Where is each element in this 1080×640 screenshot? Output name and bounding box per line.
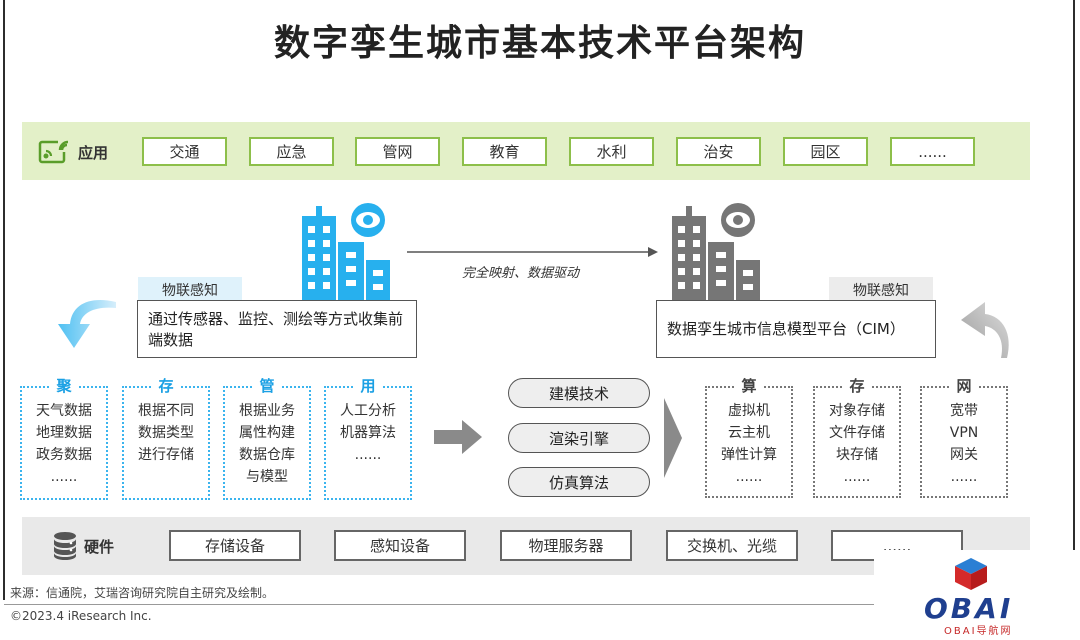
hardware-label-text: 硬件 <box>84 537 115 556</box>
application-label: 应用 <box>38 139 108 165</box>
manage-item: 与模型 <box>246 469 288 485</box>
storage-item: 文件存储 <box>829 425 885 441</box>
gather-item: 政务数据 <box>36 447 92 463</box>
compute-item: 云主机 <box>728 425 770 441</box>
simulation-algorithm-pill: 仿真算法 <box>508 467 650 497</box>
watermark-sub: OBAI导航网 <box>944 626 1013 637</box>
gather-column: 聚 天气数据 地理数据 政务数据 ...... <box>20 376 108 500</box>
use-item: 人工分析 <box>340 403 396 419</box>
store-item: 根据不同 <box>138 403 194 419</box>
cube-logo-icon <box>955 558 987 590</box>
mapping-label: 完全映射、数据驱动 <box>462 266 580 281</box>
compute-item: ...... <box>735 469 763 485</box>
storage-column-head: 存 <box>842 376 872 396</box>
watermark-brand: OBAI <box>924 592 1014 625</box>
network-item: VPN <box>949 425 979 441</box>
network-item: 网关 <box>950 447 978 463</box>
app-item-water: 水利 <box>569 137 654 166</box>
manage-item: 属性构建 <box>239 425 295 441</box>
app-item-security: 治安 <box>676 137 761 166</box>
process-arrow-icon <box>434 420 482 454</box>
compute-item: 弹性计算 <box>721 447 777 463</box>
hw-item-physical-servers: 物理服务器 <box>500 530 632 561</box>
network-item: 宽带 <box>950 403 978 419</box>
storage-item: 对象存储 <box>829 403 885 419</box>
network-column-head: 网 <box>949 376 979 396</box>
city-building-icon <box>302 203 390 300</box>
app-item-pipe-network: 管网 <box>355 137 440 166</box>
page-title: 数字孪生城市基本技术平台架构 <box>273 23 806 64</box>
manage-column: 管 根据业务 属性构建 数据仓库 与模型 <box>223 376 311 500</box>
use-item: ...... <box>354 447 382 463</box>
hw-item-storage-devices: 存储设备 <box>169 530 301 561</box>
left-perception-tag: 物联感知 <box>138 277 242 303</box>
use-column-head: 用 <box>353 376 383 396</box>
storage-column: 存 对象存储 文件存储 块存储 ...... <box>813 376 901 498</box>
use-item: 机器算法 <box>340 425 396 441</box>
gather-item: 地理数据 <box>36 425 92 441</box>
cim-platform-box: 数据孪生城市信息模型平台（CIM） <box>656 300 936 358</box>
mapping-arrow <box>407 247 658 257</box>
store-column-head: 存 <box>151 376 181 396</box>
frame-right-border <box>1073 0 1075 550</box>
use-column: 用 人工分析 机器算法 ...... <box>324 376 412 500</box>
rendering-engine-pill: 渲染引擎 <box>508 423 650 453</box>
gather-column-head: 聚 <box>49 376 79 396</box>
left-perception-description: 通过传感器、监控、测绘等方式收集前端数据 <box>137 300 417 358</box>
application-icon <box>38 140 70 164</box>
app-item-traffic: 交通 <box>142 137 227 166</box>
manage-item: 数据仓库 <box>239 447 295 463</box>
compute-item: 虚拟机 <box>728 403 770 419</box>
frame-left-border <box>3 0 5 600</box>
app-item-education: 教育 <box>462 137 547 166</box>
store-column: 存 根据不同 数据类型 进行存储 <box>122 376 210 500</box>
left-cycle-arrow-icon <box>58 300 116 348</box>
compute-column: 算 虚拟机 云主机 弹性计算 ...... <box>705 376 793 498</box>
database-icon <box>54 532 76 560</box>
hardware-layer: 硬件 存储设备 感知设备 物理服务器 交换机、光缆 ...... <box>22 517 1030 575</box>
network-item: ...... <box>950 469 978 485</box>
copyright-note: ©2023.4 iResearch Inc. <box>10 609 152 623</box>
hw-item-switches-cables: 交换机、光缆 <box>666 530 798 561</box>
manage-column-head: 管 <box>252 376 282 396</box>
application-label-text: 应用 <box>78 143 109 162</box>
watermark: OBAI OBAI导航网 <box>874 550 1080 640</box>
gather-item: 天气数据 <box>36 403 92 419</box>
app-item-more: ...... <box>890 137 975 166</box>
network-column: 网 宽带 VPN 网关 ...... <box>920 376 1008 498</box>
app-item-park: 园区 <box>783 137 868 166</box>
manage-item: 根据业务 <box>239 403 295 419</box>
app-item-emergency: 应急 <box>249 137 334 166</box>
right-cycle-arrow-icon <box>961 302 1009 358</box>
storage-item: 块存储 <box>836 447 878 463</box>
source-note: 来源：信通院，艾瑞咨询研究院自主研究及绘制。 <box>10 586 275 600</box>
footer-divider <box>4 604 874 605</box>
storage-item: ...... <box>843 469 871 485</box>
store-item: 进行存储 <box>138 447 194 463</box>
modeling-tech-pill: 建模技术 <box>508 378 650 408</box>
right-perception-tag: 物联感知 <box>829 277 933 303</box>
hw-item-sensing-devices: 感知设备 <box>334 530 466 561</box>
hardware-label: 硬件 <box>52 531 114 561</box>
chevron-right-icon <box>664 398 682 478</box>
application-layer: 应用 交通 应急 管网 教育 水利 治安 园区 ...... <box>22 122 1030 180</box>
store-item: 数据类型 <box>138 425 194 441</box>
digital-twin-city-icon <box>672 203 760 300</box>
compute-column-head: 算 <box>734 376 764 396</box>
gather-item: ...... <box>50 469 78 485</box>
